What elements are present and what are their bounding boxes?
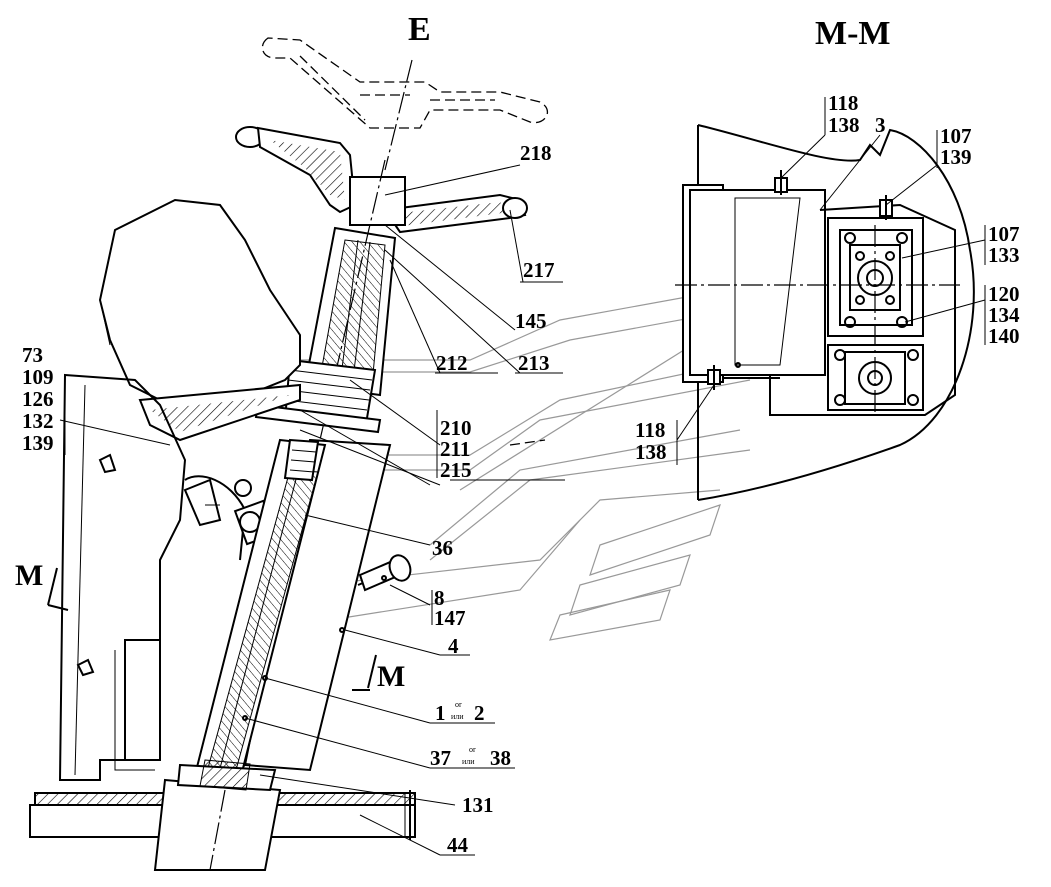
label-118-top: 118 (828, 91, 858, 115)
label-210: 210 (440, 416, 472, 440)
label-134: 134 (988, 303, 1020, 327)
label-213: 213 (518, 351, 550, 375)
label-38: 38 (490, 746, 511, 770)
column-lower (193, 438, 392, 782)
label-118-bottom: 118 (635, 418, 665, 442)
label-140: 140 (988, 324, 1020, 348)
label-107-top: 107 (940, 124, 972, 148)
label-138-bottom: 138 (635, 440, 667, 464)
label-1: 1 (435, 701, 446, 725)
label-138-top: 138 (828, 113, 860, 137)
label-44: 44 (447, 833, 469, 857)
label-37: 37 (430, 746, 451, 770)
label-8: 8 (434, 586, 445, 610)
label-217: 217 (523, 258, 555, 282)
label-2: 2 (474, 701, 485, 725)
leader-lines (59, 97, 986, 856)
label-73: 73 (22, 343, 43, 367)
label-120: 120 (988, 282, 1020, 306)
label-215: 215 (440, 458, 472, 482)
label-218: 218 (520, 141, 552, 165)
part-labels: 218 217 145 212 213 73 109 126 132 139 2… (22, 91, 1020, 857)
label-132: 132 (22, 409, 54, 433)
label-211: 211 (440, 437, 470, 461)
label-131: 131 (462, 793, 494, 817)
section-mm-view (675, 124, 975, 501)
label-37-or-top: or (469, 745, 476, 754)
steering-wheel (235, 126, 528, 234)
svg-text:M: M (15, 559, 43, 592)
label-3: 3 (875, 113, 886, 137)
steering-wheel-alt-position (261, 37, 549, 171)
section-marker-left: M (15, 559, 69, 611)
floor-base (29, 759, 416, 871)
label-36: 36 (432, 536, 453, 560)
lever-knob (357, 554, 412, 592)
label-147: 147 (434, 606, 466, 630)
dashboard-panel (98, 198, 301, 442)
label-139-left: 139 (22, 431, 54, 455)
label-133: 133 (988, 243, 1020, 267)
view-title-e: E (408, 11, 431, 48)
label-1-or-bottom: или (451, 712, 464, 721)
label-109: 109 (22, 365, 54, 389)
label-107-mid: 107 (988, 222, 1020, 246)
section-title-mm: M-M (815, 15, 891, 52)
label-126: 126 (22, 387, 54, 411)
label-1-or-top: or (455, 700, 462, 709)
svg-text:M: M (377, 660, 405, 693)
label-145: 145 (515, 309, 547, 333)
label-139-right: 139 (940, 145, 972, 169)
label-37-or-bottom: или (462, 757, 475, 766)
section-marker-right: M (352, 654, 405, 693)
label-4: 4 (448, 634, 459, 658)
label-212: 212 (436, 351, 468, 375)
